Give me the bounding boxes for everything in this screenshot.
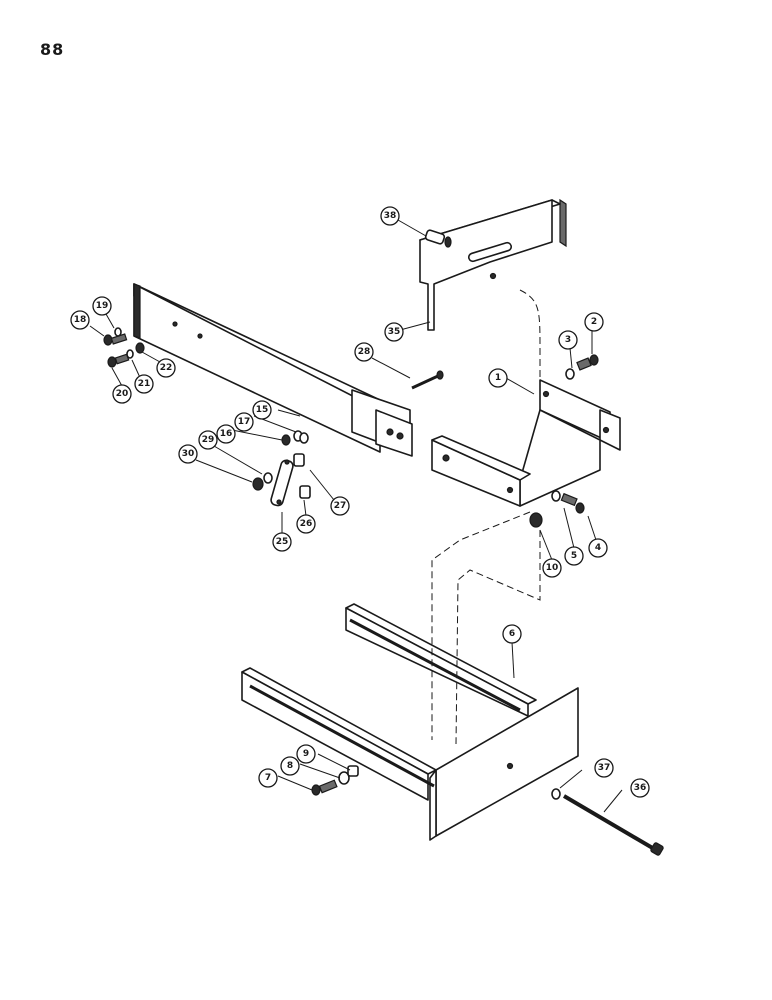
stud <box>424 229 452 248</box>
callout-26: 26 <box>296 514 316 534</box>
hardware-bracket-bolts <box>529 354 599 528</box>
callout-10: 10 <box>542 558 562 578</box>
top-plate <box>419 198 567 331</box>
svg-text:6: 6 <box>509 629 515 639</box>
callout-5: 5 <box>564 546 584 566</box>
svg-text:7: 7 <box>265 773 271 783</box>
svg-text:21: 21 <box>138 379 151 389</box>
svg-text:3: 3 <box>565 335 571 345</box>
hardware-rail-bolts <box>103 327 145 368</box>
svg-text:35: 35 <box>388 327 401 337</box>
callout-8: 8 <box>280 756 300 776</box>
leader-lines <box>89 219 623 813</box>
callout-37: 37 <box>594 758 614 778</box>
callout-22: 22 <box>156 358 176 378</box>
callout-25: 25 <box>272 532 292 552</box>
svg-text:38: 38 <box>384 211 397 221</box>
svg-text:19: 19 <box>96 301 109 311</box>
assembly-line <box>431 511 531 740</box>
callout-27: 27 <box>330 496 350 516</box>
callout-20: 20 <box>112 384 132 404</box>
svg-text:17: 17 <box>238 417 251 427</box>
svg-text:15: 15 <box>256 405 269 415</box>
callout-38: 38 <box>380 206 400 226</box>
u-bracket <box>431 379 621 507</box>
callout-7: 7 <box>258 768 278 788</box>
pin <box>411 370 444 390</box>
callout-35: 35 <box>384 322 404 342</box>
page-number: 88 <box>40 40 65 59</box>
assembly-line <box>455 530 541 745</box>
svg-text:29: 29 <box>202 435 215 445</box>
svg-text:1: 1 <box>495 373 501 383</box>
svg-text:36: 36 <box>634 783 647 793</box>
svg-text:28: 28 <box>358 347 371 357</box>
svg-text:8: 8 <box>287 761 293 771</box>
lower-frame <box>241 603 579 841</box>
svg-text:27: 27 <box>334 501 347 511</box>
callout-2: 2 <box>584 312 604 332</box>
callout-17: 17 <box>234 412 254 432</box>
assembly-line <box>519 289 541 380</box>
callout-28: 28 <box>354 342 374 362</box>
callout-4: 4 <box>588 538 608 558</box>
svg-text:22: 22 <box>160 363 173 373</box>
svg-text:20: 20 <box>116 389 129 399</box>
hardware-link <box>252 430 311 507</box>
callout-29: 29 <box>198 430 218 450</box>
callout-19: 19 <box>92 296 112 316</box>
callout-16: 16 <box>216 424 236 444</box>
callout-36: 36 <box>630 778 650 798</box>
svg-text:9: 9 <box>303 749 309 759</box>
svg-text:4: 4 <box>595 543 601 553</box>
svg-text:25: 25 <box>276 537 289 547</box>
svg-text:26: 26 <box>300 519 313 529</box>
svg-text:30: 30 <box>182 449 195 459</box>
svg-text:18: 18 <box>74 315 87 325</box>
callout-1: 1 <box>488 368 508 388</box>
side-rail <box>133 283 413 457</box>
callout-18: 18 <box>70 310 90 330</box>
hardware-frame-bolts <box>311 765 664 856</box>
svg-text:37: 37 <box>598 763 611 773</box>
svg-text:5: 5 <box>571 551 577 561</box>
callout-9: 9 <box>296 744 316 764</box>
callout-30: 30 <box>178 444 198 464</box>
svg-text:16: 16 <box>220 429 233 439</box>
callout-15: 15 <box>252 400 272 420</box>
svg-text:10: 10 <box>546 563 559 573</box>
callout-21: 21 <box>134 374 154 394</box>
svg-text:2: 2 <box>591 317 597 327</box>
callout-3: 3 <box>558 330 578 350</box>
callout-6: 6 <box>502 624 522 644</box>
